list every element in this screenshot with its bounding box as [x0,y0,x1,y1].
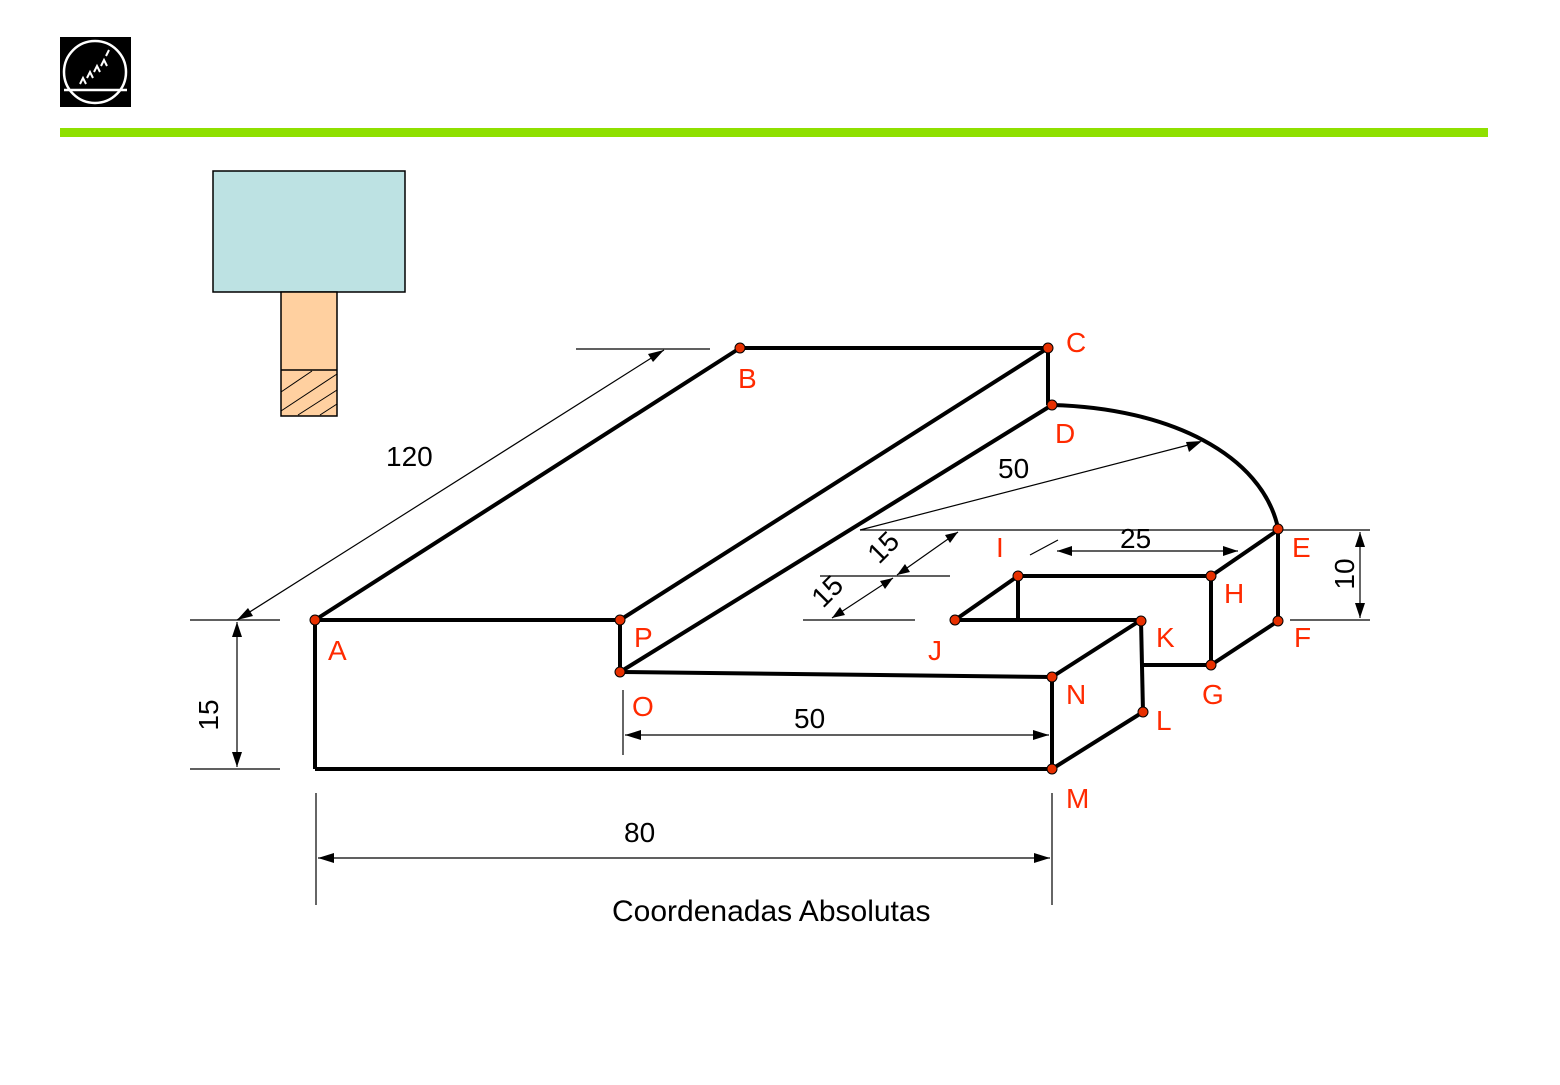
dim-label-radius: 50 [998,453,1029,484]
point-m-marker [1047,764,1057,774]
dim-label-offset-a: 15 [861,525,905,569]
dim-label-height: 15 [193,699,224,730]
point-label-o: O [632,691,654,722]
logo-badge-icon [60,37,131,107]
point-label-g: G [1202,679,1224,710]
point-label-c: C [1066,327,1086,358]
dim-label-total-width: 80 [624,817,655,848]
point-label-a: A [328,635,347,666]
header-bar [60,128,1488,137]
point-label-m: M [1066,783,1089,814]
point-k-marker [1136,616,1146,626]
dimension-lines [190,349,1370,905]
caption: Coordenadas Absolutas [612,895,931,928]
tool-shank [281,292,337,416]
point-e-marker [1273,524,1283,534]
point-d-marker [1047,400,1057,410]
tool-illustration [213,171,405,416]
point-label-f: F [1294,622,1311,653]
point-n-marker [1047,672,1057,682]
point-label-d: D [1055,418,1075,449]
point-p-marker [615,615,625,625]
point-o-marker [615,667,625,677]
dim-label-inner-width: 50 [794,703,825,734]
point-labels: A B C D E F G H I J K L M N O P [328,327,1311,814]
point-label-h: H [1224,578,1244,609]
point-label-n: N [1066,679,1086,710]
dim-label-step-height: 10 [1329,558,1360,589]
point-label-p: P [634,622,653,653]
point-f-marker [1273,616,1283,626]
spindle-head [213,171,405,292]
dimension-arrowheads [232,350,1365,863]
point-h-marker [1206,571,1216,581]
dim-label-length: 120 [386,441,433,472]
dim-label-top-width: 25 [1120,523,1151,554]
point-label-e: E [1292,532,1311,563]
point-label-b: B [738,363,757,394]
point-j-marker [950,615,960,625]
point-i-marker [1013,571,1023,581]
point-c-marker [1043,343,1053,353]
point-b-marker [735,343,745,353]
point-label-j: J [928,635,942,666]
point-l-marker [1138,707,1148,717]
point-label-i: I [996,532,1004,563]
point-label-k: K [1156,622,1175,653]
point-label-l: L [1156,705,1172,736]
point-g-marker [1206,660,1216,670]
point-a-marker [310,615,320,625]
dimension-labels: 120 15 50 25 10 15 15 50 80 [193,441,1360,848]
